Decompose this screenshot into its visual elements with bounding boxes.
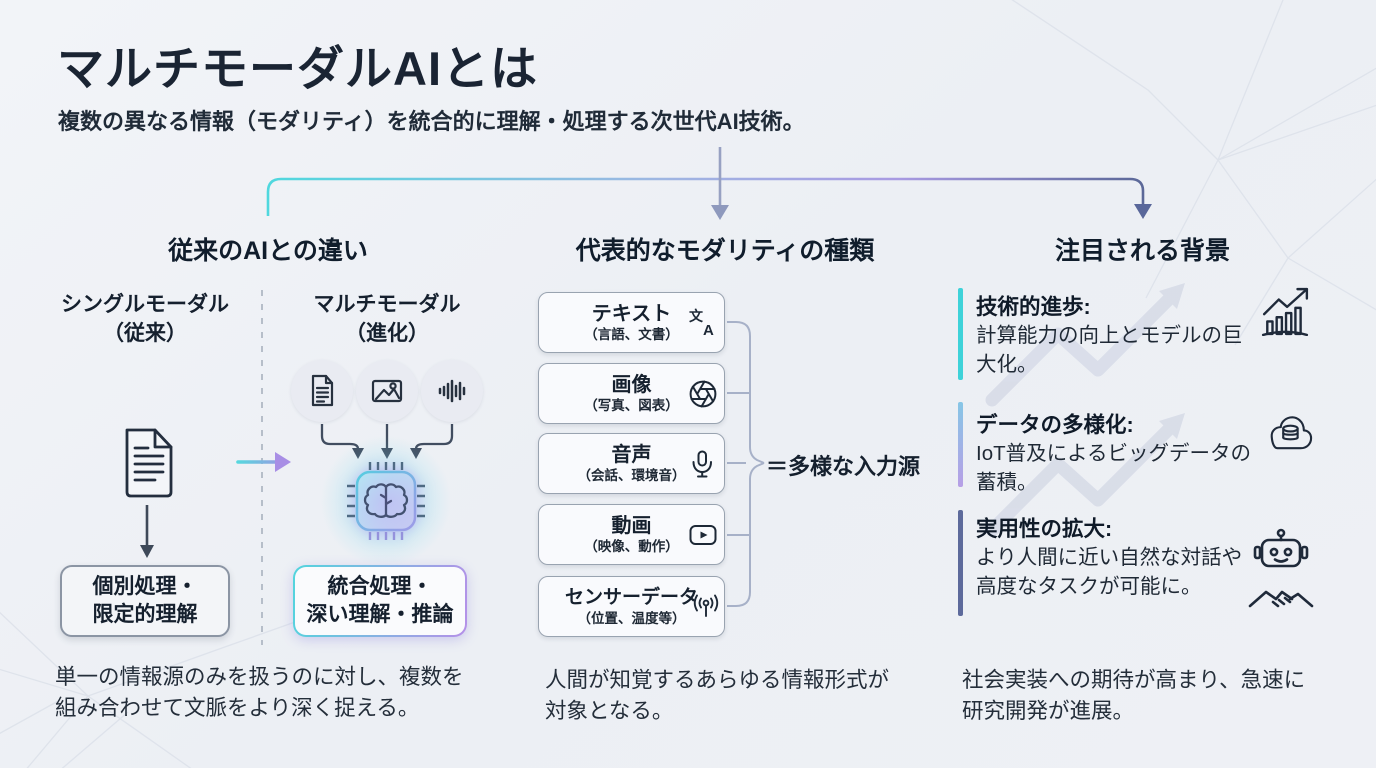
text-modality-circle: [291, 360, 353, 422]
item-title: データの多様化:: [976, 413, 1134, 437]
background-item-practicality: 実用性の拡大: より人間に近い自然な対話や 高度なタスクが可能に。: [976, 516, 1256, 601]
image-modality-circle: [356, 360, 418, 422]
modality-brace: [727, 321, 765, 607]
middle-caption-line2: 対象となる。: [545, 698, 674, 723]
item-body-line: 高度なタスクが可能に。: [976, 575, 1202, 598]
right-caption-line1: 社会実装への期待が高まり、急速に: [962, 668, 1306, 692]
modality-box-sensor: センサーデータ （位置、温度等）: [538, 576, 725, 637]
accent-bar-practicality: [958, 510, 963, 616]
multi-modal-label: マルチモーダル: [313, 293, 461, 316]
item-body-line: 計算能力の向上とモデルの巨大化。: [976, 324, 1243, 376]
microphone-icon: [692, 450, 712, 477]
left-caption-line2: 組み合わせて文脈をより深く捉える。: [55, 695, 420, 720]
video-play-icon: [689, 524, 717, 545]
modality-box-text: テキスト （言語、文書） 文 A: [538, 292, 725, 353]
svg-text:A: A: [703, 322, 714, 338]
item-title: 実用性の拡大:: [976, 517, 1113, 541]
middle-caption-line1: 人間が知覚するあらゆる情報形式が: [545, 668, 890, 692]
modality-box-audio: 音声 （会話、環境音）: [538, 433, 725, 494]
evolution-arrow: [236, 452, 291, 472]
background-item-data: データの多様化: IoT普及によるビッグデータの蓄積。: [976, 412, 1266, 497]
aperture-icon: [689, 380, 717, 407]
modality-box-video: 動画 （映像、動作）: [538, 504, 725, 565]
modality-sublabel: （会話、環境音）: [577, 468, 686, 483]
document-icon: [125, 428, 173, 498]
input-sources-label: ＝多様な入力源: [766, 454, 921, 479]
modality-sublabel: （映像、動作）: [584, 539, 679, 554]
modality-box-image: 画像 （写真、図表）: [538, 363, 725, 424]
branch-connector: [266, 147, 1152, 220]
accent-bar-tech: [958, 288, 963, 380]
multi-result-line2: 深い理解・推論: [306, 603, 454, 626]
document-icon: [311, 374, 334, 407]
item-body-line: より人間に近い自然な対話や: [976, 546, 1243, 569]
cloud-database-icon: [1270, 416, 1313, 450]
right-caption-line2: 研究開発が進展。: [962, 698, 1135, 723]
modality-sublabel: （位置、温度等）: [577, 611, 686, 626]
accent-bar-data: [958, 402, 963, 487]
multi-modal-sublabel: （進化）: [345, 322, 429, 345]
multi-result-box: 統合処理・ 深い理解・推論: [293, 565, 467, 637]
item-title: 技術的進歩:: [976, 295, 1091, 319]
single-result-box: 個別処理・ 限定的理解: [60, 565, 230, 637]
single-modal-heading: シングルモーダル （従来）: [38, 290, 252, 348]
image-icon: [371, 379, 403, 403]
waveform-icon: [438, 379, 466, 403]
column-heading-modalities: 代表的なモダリティの種類: [575, 237, 875, 265]
antenna-icon: [693, 594, 719, 617]
chip-glow: [320, 435, 452, 567]
right-caption: 社会実装への期待が高まり、急速に 研究開発が進展。: [962, 665, 1362, 726]
background-item-tech: 技術的進歩: 計算能力の向上とモデルの巨大化。: [976, 294, 1256, 379]
multi-result-line1: 統合処理・: [327, 575, 433, 598]
svg-text:文: 文: [689, 308, 704, 324]
left-caption-line1: 単一の情報源のみを扱うのに対し、複数を: [55, 665, 464, 689]
multi-modal-heading: マルチモーダル （進化）: [280, 290, 494, 348]
item-body-line: IoT普及によるビッグデータの蓄積。: [976, 442, 1252, 494]
modality-label: テキスト: [591, 303, 672, 325]
modality-label: センサーデータ: [564, 587, 698, 608]
modality-label: 動画: [611, 515, 652, 537]
single-result-line1: 個別処理・: [92, 575, 198, 598]
audio-modality-circle: [421, 360, 483, 422]
robot-handshake-icon: [1248, 528, 1314, 608]
column-heading-difference: 従来のAIとの違い: [168, 237, 368, 265]
right-arrowhead-icon: [1134, 204, 1152, 219]
modality-label: 画像: [611, 374, 652, 396]
translate-icon: 文 A: [689, 308, 714, 338]
single-modal-down-arrow: [140, 505, 154, 558]
left-caption: 単一の情報源のみを扱うのに対し、複数を 組み合わせて文脈をより深く捉える。: [55, 662, 525, 723]
single-modal-sublabel: （従来）: [103, 322, 187, 345]
middle-caption: 人間が知覚するあらゆる情報形式が 対象となる。: [545, 665, 975, 726]
page-subtitle: 複数の異なる情報（モダリティ）を統合的に理解・処理する次世代AI技術。: [58, 109, 805, 134]
modality-sublabel: （言語、文書）: [584, 327, 679, 342]
single-result-line2: 限定的理解: [92, 603, 198, 626]
single-modal-label: シングルモーダル: [61, 293, 229, 316]
modality-sublabel: （写真、図表）: [584, 398, 679, 413]
growth-chart-icon: [1261, 287, 1309, 336]
column-heading-background: 注目される背景: [1054, 237, 1230, 265]
page-title: マルチモーダルAIとは: [57, 42, 538, 95]
modality-label: 音声: [611, 444, 652, 466]
center-arrowhead-icon: [711, 205, 729, 220]
